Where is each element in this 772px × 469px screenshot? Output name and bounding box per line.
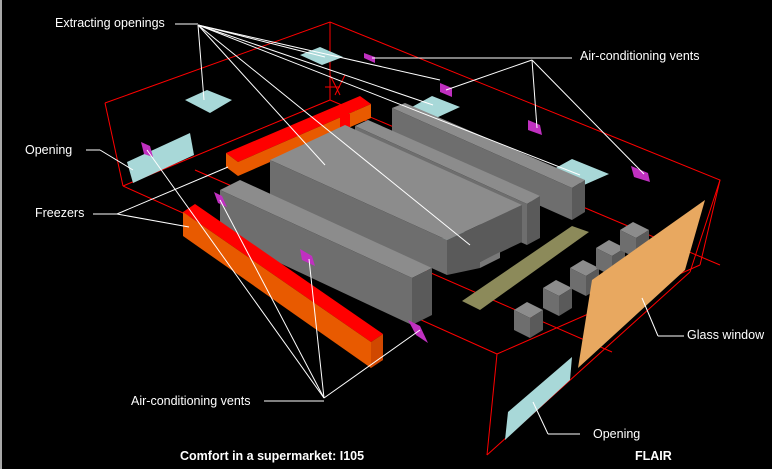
shelves	[220, 103, 585, 325]
label-ac-vents-bottom: Air-conditioning vents	[131, 394, 251, 408]
window-left-border	[0, 0, 2, 469]
extracting-opening	[185, 90, 232, 113]
opening-front-wall	[505, 357, 572, 440]
ac-vents	[141, 53, 650, 343]
freezer-front	[183, 204, 383, 368]
freezer-back	[226, 96, 371, 176]
ac-vent	[528, 120, 542, 135]
ac-vent	[214, 192, 227, 207]
brand-label: FLAIR	[635, 449, 672, 463]
opening-left-wall	[127, 133, 194, 183]
extracting-opening	[552, 159, 609, 185]
scene-title: Comfort in a supermarket: I105	[180, 449, 365, 463]
glass-window	[578, 200, 705, 368]
label-opening-bottom: Opening	[593, 427, 641, 441]
label-extracting-openings: Extracting openings	[55, 16, 165, 30]
label-opening-left: Opening	[25, 143, 73, 157]
checkout-cubes	[514, 222, 649, 338]
ac-vent	[141, 142, 153, 157]
label-freezers: Freezers	[35, 206, 85, 220]
leader-lines	[86, 23, 684, 435]
ac-vent	[631, 166, 650, 182]
label-ac-vents-top: Air-conditioning vents	[580, 49, 700, 63]
person-marker	[340, 114, 350, 130]
ac-vent	[364, 53, 375, 63]
label-glass-window: Glass window	[687, 328, 765, 342]
checkout-counter	[462, 226, 589, 310]
ac-vent	[300, 249, 315, 266]
